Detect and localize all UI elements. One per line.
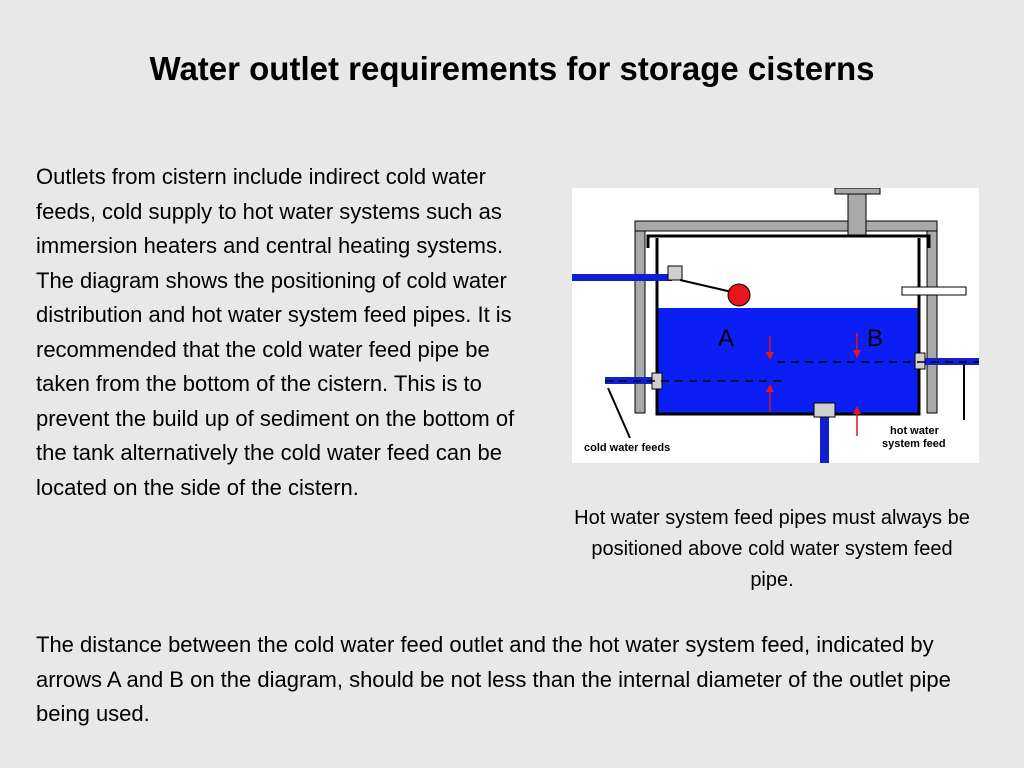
cold-feed-support — [607, 387, 631, 439]
arrow-b-bottom-head — [853, 406, 861, 414]
arrow-a-bottom-head — [766, 384, 774, 392]
cistern-lid — [646, 234, 931, 248]
diagram-caption: Hot water system feed pipes must always … — [574, 507, 970, 591]
bottom-outlet-pipe — [820, 410, 829, 463]
support-frame-right — [926, 220, 938, 414]
float-ball — [727, 283, 751, 307]
cistern-diagram-svg: A B cold water feeds hot water system fe… — [572, 187, 979, 463]
bottom-outlet-connector — [813, 402, 836, 418]
cistern-walls — [655, 238, 921, 416]
slide-title: Water outlet requirements for storage ci… — [149, 50, 875, 87]
vent-cap — [834, 187, 881, 195]
vent-pipe — [847, 193, 867, 237]
intro-paragraph: Outlets from cistern include indirect co… — [36, 164, 515, 500]
support-frame-left — [634, 220, 646, 414]
label-hot-water-line2: system feed — [882, 438, 946, 450]
inlet-pipe — [572, 274, 672, 281]
label-b: B — [867, 325, 883, 352]
arrow-b-top-head — [853, 350, 861, 358]
overflow-pipe — [901, 286, 967, 296]
label-hot-water-line1: hot water — [890, 425, 940, 437]
float-arm — [679, 279, 733, 293]
support-frame-top — [634, 220, 938, 232]
hot-feed-connector — [914, 352, 926, 370]
label-a: A — [718, 325, 734, 352]
ball-valve-body — [667, 265, 683, 281]
label-cold-water-feeds: cold water feeds — [584, 442, 670, 454]
distance-paragraph: The distance between the cold water feed… — [36, 632, 951, 726]
cistern-water — [657, 308, 919, 414]
arrow-a-top-head — [766, 352, 774, 360]
cistern-diagram: A B cold water feeds hot water system fe… — [572, 187, 979, 463]
